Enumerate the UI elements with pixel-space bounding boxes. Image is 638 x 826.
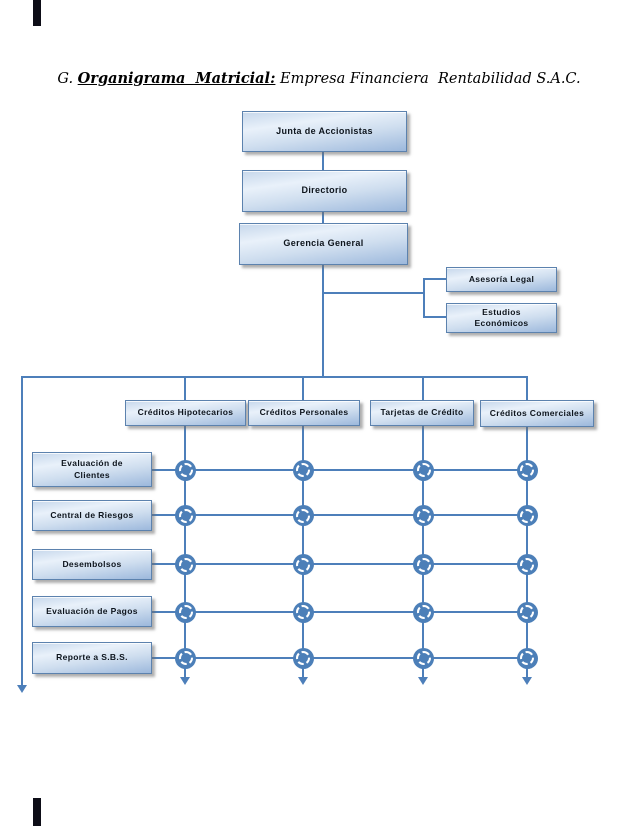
box-label: Evaluación de Clientes <box>61 458 123 480</box>
page-title: G. Organigrama Matricial: Empresa Financ… <box>0 70 638 87</box>
matrix-node-circle <box>516 554 538 575</box>
row1-line <box>150 469 528 471</box>
col1-stub <box>184 376 186 400</box>
matrix-node-circle <box>413 601 434 623</box>
col2-arrow-icon <box>298 677 308 685</box>
box-label: Evaluación de Pagos <box>46 605 138 616</box>
matrix-node-circle <box>292 601 314 623</box>
box-label: Asesoría Legal <box>468 273 535 284</box>
connector-asesoria-stub <box>423 278 446 280</box>
connector-directorio-gerencia <box>322 212 324 223</box>
box-gerencia-general: Gerencia General <box>239 223 408 265</box>
matrix-node-circle <box>516 647 538 669</box>
box-label: Tarjetas de Crédito <box>380 407 464 418</box>
matrix-node-circle <box>413 554 434 575</box>
connector-estudios-stub <box>423 316 446 318</box>
box-label: Créditos Hipotecarios <box>137 407 234 418</box>
matrix-node-circle <box>292 459 314 481</box>
col3-stub <box>422 376 424 400</box>
box-label: Reporte a S.B.S. <box>56 652 128 663</box>
box-tarjetas-de-credito: Tarjetas de Crédito <box>370 400 474 426</box>
box-label: Junta de Accionistas <box>276 125 373 136</box>
row5-line <box>150 657 528 659</box>
box-reporte-a-sbs: Reporte a S.B.S. <box>32 642 152 674</box>
matrix-node-circle <box>516 601 538 623</box>
matrix-node-circle <box>413 505 434 526</box>
matrix-node-circle <box>175 601 196 623</box>
col1-axis-line <box>184 426 186 677</box>
box-label: Créditos Comerciales <box>489 407 585 418</box>
col4-axis-line <box>526 426 528 677</box>
box-label: Central de Riesgos <box>50 509 134 520</box>
box-desembolsos: Desembolsos <box>32 549 152 580</box>
matrix-node-circle <box>516 505 538 526</box>
row2-line <box>150 514 528 516</box>
box-evaluacion-de-pagos: Evaluación de Pagos <box>32 596 152 627</box>
box-label: Estudios Económicos <box>474 306 529 328</box>
col2-axis-line <box>302 426 304 677</box>
box-estudios-economicos: Estudios Económicos <box>446 303 557 333</box>
matrix-node-circle <box>175 554 196 575</box>
box-creditos-comerciales: Créditos Comerciales <box>480 400 594 427</box>
left-spine-line <box>21 376 23 685</box>
box-label: Directorio <box>301 185 348 196</box>
matrix-node-circle <box>175 459 196 481</box>
connector-staff-vertical <box>423 278 425 318</box>
matrix-node-circle <box>413 459 434 481</box>
box-junta-de-accionistas: Junta de Accionistas <box>242 111 407 152</box>
matrix-node-circle <box>292 554 314 575</box>
matrix-node-circle <box>175 647 196 669</box>
box-label: Gerencia General <box>283 238 364 249</box>
connector-gerencia-matrix <box>322 265 324 378</box>
matrix-node-circle <box>516 459 538 481</box>
connector-distribution-line <box>21 376 528 378</box>
box-label: Desembolsos <box>62 558 122 569</box>
col4-arrow-icon <box>522 677 532 685</box>
col3-arrow-icon <box>418 677 428 685</box>
row3-line <box>150 563 528 565</box>
page-edge-mark-top <box>33 0 41 26</box>
matrix-node-circle <box>175 505 196 526</box>
left-spine-arrow-icon <box>17 685 27 693</box>
matrix-node-circle <box>292 647 314 669</box>
title-emphasis: Organigrama Matricial: <box>77 70 276 87</box>
box-creditos-personales: Créditos Personales <box>248 400 360 426</box>
matrix-node-circle <box>413 647 434 669</box>
page-edge-mark-bottom <box>33 798 41 826</box>
col4-stub <box>526 376 528 400</box>
col1-arrow-icon <box>180 677 190 685</box>
box-evaluacion-de-clientes: Evaluación de Clientes <box>32 452 152 487</box>
title-subject: Empresa Financiera Rentabilidad S.A.C. <box>275 71 581 87</box>
box-asesoria-legal: Asesoría Legal <box>446 267 557 292</box>
col3-axis-line <box>422 426 424 677</box>
matrix-node-circle <box>292 505 314 526</box>
box-creditos-hipotecarios: Créditos Hipotecarios <box>125 400 246 426</box>
col2-stub <box>302 376 304 400</box>
connector-junta-directorio <box>322 152 324 170</box>
row4-line <box>150 611 528 613</box>
title-prefix: G. <box>57 71 78 87</box>
box-central-de-riesgos: Central de Riesgos <box>32 500 152 531</box>
connector-staff-branch <box>322 292 424 294</box>
box-directorio: Directorio <box>242 170 407 212</box>
box-label: Créditos Personales <box>259 407 349 418</box>
